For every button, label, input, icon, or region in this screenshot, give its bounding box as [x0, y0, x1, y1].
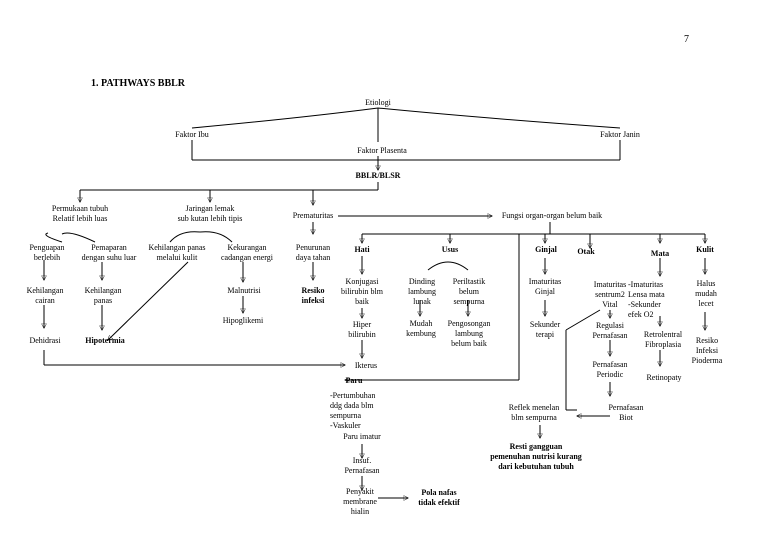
- node-konjugasi: Konjugasi bilirubin blm baik: [341, 277, 383, 306]
- node-dehidrasi: Dehidrasi: [29, 336, 61, 345]
- node-kekurangan: Kekurangan cadangan energi: [220, 243, 274, 262]
- node-hiper-bilirubin: Hiper bilirubin: [348, 320, 376, 339]
- node-retinopaty: Retinopaty: [646, 373, 682, 382]
- page-number: 7: [684, 34, 689, 45]
- node-usus: Usus: [441, 245, 459, 254]
- node-hati: Hati: [354, 245, 370, 254]
- node-kehilangan-panas-kulit: Kehilangan panas melalui kulit: [148, 243, 206, 262]
- node-hipotermia: Hipotermia: [85, 336, 125, 345]
- node-mudah-kembung: Mudah kembung: [406, 319, 436, 338]
- node-regulasi: Regulasi Pernafasan: [592, 321, 628, 340]
- node-resti: Resti gangguan pemenuhan nutrisi kurang …: [490, 442, 582, 471]
- node-pertumbuhan: -Pertumbuhan ddg dada blm sempurna -Vask…: [330, 391, 376, 430]
- node-imaturitas-lensa: -Imaturitas Lensa mata -Sekunder efek O2: [628, 280, 665, 319]
- node-etiologi: Etiologi: [365, 98, 391, 107]
- node-faktor-janin: Faktor Janin: [600, 130, 640, 139]
- node-pengosongan: Pengosongan lambung belum baik: [447, 319, 491, 348]
- node-retrolental: Retrolentral Fibroplasia: [643, 330, 683, 349]
- node-hipoglikemi: Hipoglikemi: [222, 316, 264, 325]
- node-periodic: Pernafasan Periodic: [592, 360, 628, 379]
- page-heading: 1. PATHWAYS BBLR: [91, 78, 186, 89]
- node-ginjal: Ginjal: [535, 245, 557, 254]
- node-ikterus: Ikterus: [354, 361, 378, 370]
- node-jaringan: Jaringan lemak sub kutan lebih tipis: [177, 204, 243, 223]
- node-reflek: Reflek menelan blm sempurna: [508, 403, 560, 422]
- node-kehilangan-cairan: Kehilangan cairan: [26, 286, 64, 305]
- node-mata: Mata: [650, 249, 670, 258]
- node-prematuritas: Prematuritas: [292, 211, 334, 220]
- node-paru: Paru: [345, 376, 363, 385]
- node-faktor-ibu: Faktor Ibu: [175, 130, 209, 139]
- node-bblr: BBLR/BLSR: [355, 171, 401, 180]
- node-kehilangan-panas: Kehilangan panas: [84, 286, 122, 305]
- node-kulit: Kulit: [696, 245, 714, 254]
- node-permukaan: Permukaan tubuh Relatif lebih luas: [51, 204, 109, 223]
- node-insuf: Insuf. Pernafasan: [344, 456, 380, 475]
- node-imaturitas-ginjal: Imaturitas Ginjal: [528, 277, 562, 296]
- node-resiko-infeksi-pioderma: Resiko Infeksi Pioderma: [691, 336, 723, 365]
- node-fungsi: Fungsi organ-organ belum baik: [501, 211, 603, 220]
- node-resiko-infeksi: Resiko infeksi: [301, 286, 325, 305]
- node-halus: Halus mudah lecet: [695, 279, 717, 308]
- node-paru-imatur: Paru imatur: [343, 432, 381, 441]
- node-pemaparan: Pemaparan dengan suhu luar: [81, 243, 137, 262]
- node-biot: Pernafasan Biot: [608, 403, 644, 422]
- node-faktor-plasenta: Faktor Plasenta: [357, 146, 407, 155]
- node-sekunder-terapi: Sekunder terapi: [529, 320, 561, 339]
- node-otak: Otak: [577, 247, 595, 256]
- node-malnutrisi: Malnutrisi: [227, 286, 261, 295]
- node-penurunan: Penurunan daya tahan: [295, 243, 331, 262]
- node-dinding: Dinding lambung lunak: [408, 277, 436, 306]
- node-pola-nafas: Pola nafas tidak efektif: [418, 488, 460, 507]
- node-penyakit: Penyakit membrane hialin: [343, 487, 377, 516]
- node-penguapan: Penguapan berlebih: [29, 243, 65, 262]
- node-imaturitas-sentrum: Imaturitas sentrum2 Vital: [593, 280, 627, 309]
- node-periltastik: Periltastik belum sempurna: [452, 277, 486, 306]
